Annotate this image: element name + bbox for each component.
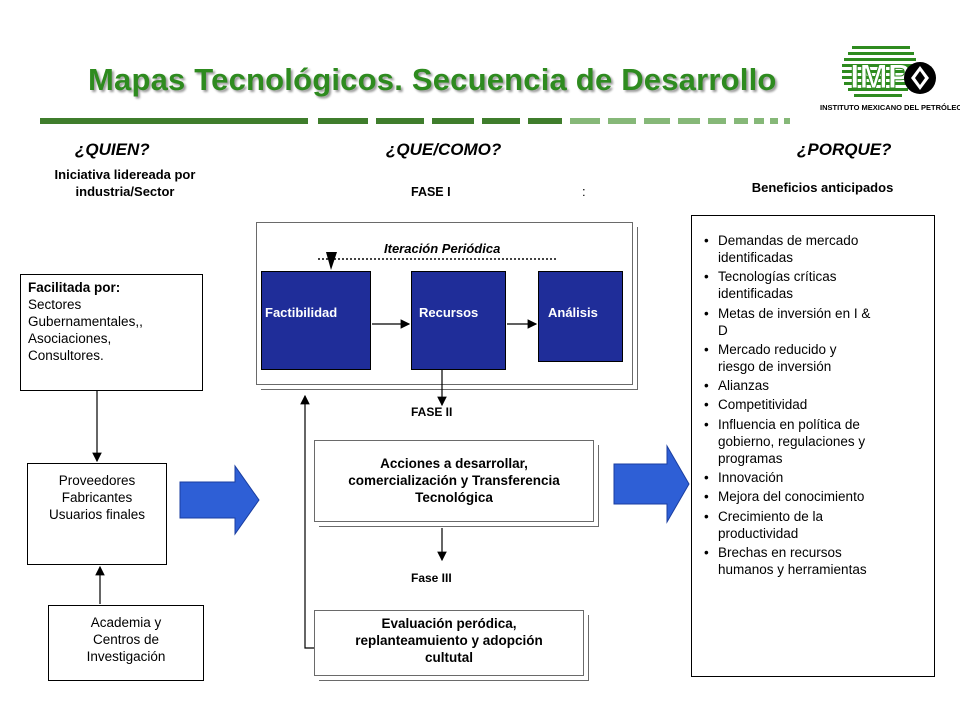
facilitada-line: Consultores.	[28, 348, 104, 363]
fase-1-marker: :	[582, 184, 586, 199]
academia-line: Centros de	[92, 632, 160, 647]
benefit-line: productividad	[718, 525, 799, 541]
acciones-line: Tecnológica	[415, 490, 493, 505]
facilitada-box: Facilitada por: Sectores Gubernamentales…	[20, 274, 203, 391]
benefit-line: humanos y herramientas	[718, 561, 867, 577]
fase-2-label: FASE II	[411, 405, 453, 419]
benefit-item: Innovación	[704, 469, 934, 486]
iteration-arrowhead	[326, 252, 337, 270]
actors-box: Proveedores Fabricantes Usuarios finales	[27, 463, 167, 565]
academia-line: Investigación	[86, 649, 166, 664]
quien-subtitle-line: Iniciativa lidereada por	[54, 167, 196, 182]
imp-logo: IMP	[842, 46, 936, 97]
benefit-item: Mejora del conocimiento	[704, 488, 934, 505]
benefit-line: D	[718, 322, 728, 338]
facilitada-line: Sectores	[28, 297, 82, 312]
evaluacion-line: replanteamuiento y adopción	[355, 633, 543, 648]
facilitada-label: Facilitada por:	[28, 280, 121, 295]
analisis-label: Análisis	[548, 305, 598, 320]
facilitada-line: Gubernamentales,,	[28, 314, 143, 329]
acciones-line: Acciones a desarrollar,	[380, 456, 528, 471]
slide-title: Mapas Tecnológicos. Secuencia de Desarro…	[88, 62, 777, 97]
heading-porque: ¿PORQUE?	[797, 140, 892, 159]
heading-que: ¿QUE/COMO?	[386, 140, 502, 159]
fase-3-label: Fase III	[411, 571, 452, 585]
benefit-item: Metas de inversión en I &D	[704, 305, 934, 339]
benefit-line: gobierno, regulaciones y	[718, 433, 866, 449]
factibilidad-label: Factibilidad	[265, 305, 338, 320]
benefit-item: Alianzas	[704, 377, 934, 394]
evaluacion-line: cultutal	[424, 650, 473, 665]
title-rule	[40, 118, 790, 124]
benefit-line: Mejora del conocimiento	[718, 489, 865, 505]
benefit-line: identificadas	[718, 250, 794, 265]
benefit-line: programas	[718, 450, 783, 466]
recursos-box: Recursos	[411, 271, 506, 370]
benefits-box: Demandas de mercadoidentificadasTecnolog…	[691, 215, 935, 677]
benefit-line: Tecnologías críticas	[718, 269, 837, 285]
benefit-line: Crecimiento de la	[718, 508, 824, 524]
benefit-item: Competitividad	[704, 396, 934, 413]
actor-line: Usuarios finales	[48, 507, 146, 522]
acciones-box: Acciones a desarrollar, comercialización…	[314, 440, 594, 522]
acciones-line: comercialización y Transferencia	[348, 473, 560, 488]
benefit-item: Demandas de mercado identificadas	[704, 232, 934, 266]
heading-quien: ¿QUIEN?	[75, 140, 150, 159]
benefit-line: Innovación	[718, 470, 784, 486]
recursos-label: Recursos	[419, 305, 479, 320]
arrow-left-to-middle	[179, 464, 260, 536]
logo-letters: IMP	[850, 58, 910, 96]
actor-line: Fabricantes	[61, 490, 133, 505]
benefit-line: Competitividad	[718, 397, 808, 413]
evaluacion-box: Evaluación peródica, replanteamuiento y …	[314, 610, 584, 676]
benefit-line: Alianzas	[718, 378, 770, 394]
benefit-line: identificadas	[718, 286, 794, 302]
fase-1-label: FASE I	[411, 185, 451, 199]
iteration-dotted-line	[318, 248, 556, 260]
benefit-line: Mercado reducido y	[718, 341, 837, 357]
benefit-line: riesgo de inversión	[718, 358, 832, 374]
arrow-middle-to-right	[613, 444, 690, 524]
iteracion-label: Iteración Periódica	[382, 241, 503, 256]
benefits-list: Demandas de mercadoidentificadasTecnolog…	[704, 232, 934, 578]
quien-subtitle: Iniciativa lidereada por industria/Secto…	[20, 166, 230, 200]
arrow-feedback-loop	[300, 394, 314, 649]
logo-caption: INSTITUTO MEXICANO DEL PETRÓLEO	[820, 103, 960, 112]
analisis-box: Análisis	[538, 271, 623, 362]
factibilidad-box: Factibilidad	[261, 271, 371, 370]
porque-subtitle: Beneficios anticipados	[751, 180, 894, 195]
quien-subtitle-line: industria/Sector	[75, 184, 175, 199]
evaluacion-line: Evaluación peródica,	[381, 616, 517, 631]
benefit-line: Metas de inversión en I &	[718, 305, 871, 321]
benefit-line: Demandas de mercado	[718, 233, 859, 248]
academia-line: Academia y	[90, 615, 162, 630]
academia-box: Academia y Centros de Investigación	[48, 605, 204, 681]
facilitada-line: Asociaciones,	[28, 331, 112, 346]
benefit-line: Influencia en política de	[718, 416, 860, 432]
actor-line: Proveedores	[58, 473, 136, 488]
benefit-line: Brechas en recursos	[718, 544, 842, 560]
